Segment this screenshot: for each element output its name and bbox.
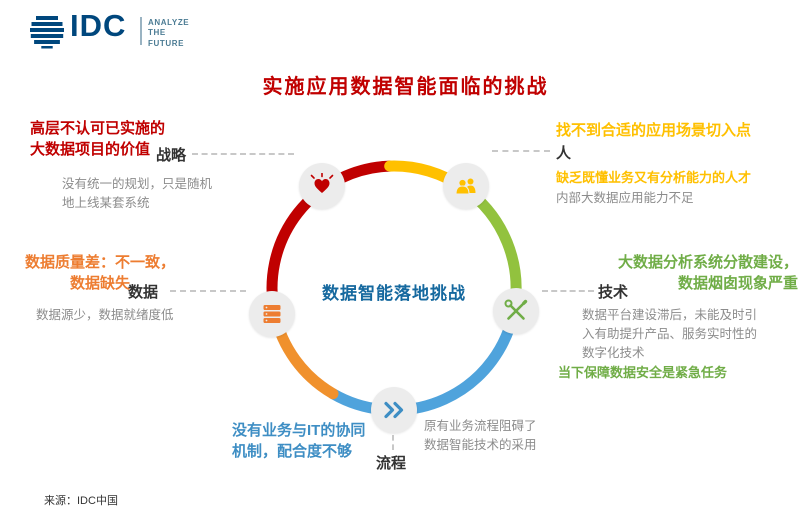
technology-headline: 大数据分析系统分散建设， 数据烟囱现象严重 xyxy=(617,254,798,292)
process-connector xyxy=(392,435,394,450)
source-note: 来源：IDC中国 xyxy=(44,495,118,507)
process-detail: 原有业务流程阻碍了 数据智能技术的采用 xyxy=(424,419,537,452)
people-subheadline: 缺乏既懂业务又有分析能力的人才 xyxy=(556,170,752,185)
double-chevron-icon xyxy=(384,401,404,419)
logo-tagline: ANALYZE THE FUTURE xyxy=(148,18,190,48)
data-node xyxy=(249,291,295,337)
technology-node xyxy=(493,288,539,334)
people-label: 人 xyxy=(556,145,572,162)
technology-note: 当下保障数据安全是紧急任务 xyxy=(558,365,728,380)
process-headline: 没有业务与IT的协同 机制，配合度不够 xyxy=(232,422,366,460)
tools-icon xyxy=(504,299,528,320)
people-detail: 内部大数据应用能力不足 xyxy=(556,191,694,205)
arc-process xyxy=(327,305,520,416)
people-connector xyxy=(492,150,550,152)
globe-stripes-icon xyxy=(30,16,64,49)
database-icon xyxy=(263,305,281,323)
technology-label: 技术 xyxy=(598,284,629,301)
data-detail: 数据源少，数据就绪度低 xyxy=(36,308,174,322)
strategy-node xyxy=(299,163,345,209)
process-label: 流程 xyxy=(376,455,407,472)
data-label: 数据 xyxy=(128,284,159,301)
people-node xyxy=(443,163,489,209)
strategy-headline: 高层不认可已实施的 大数据项目的价值 xyxy=(30,120,166,158)
strategy-label: 战略 xyxy=(156,147,187,164)
people-icon xyxy=(455,178,476,195)
center-label: 数据智能落地挑战 xyxy=(322,284,466,303)
process-node xyxy=(371,387,417,433)
logo-divider xyxy=(140,17,142,45)
idc-logo-text: IDC xyxy=(70,8,127,43)
people-headline: 找不到合适的应用场景切入点 xyxy=(556,122,752,139)
strategy-detail: 没有统一的规划，只是随机 地上线某套系统 xyxy=(62,177,213,210)
heart-hands-icon xyxy=(310,173,334,193)
strategy-connector xyxy=(192,153,294,155)
data-headline: 数据质量差：不一致， 数据缺失 xyxy=(24,254,175,292)
technology-detail: 数据平台建设滞后，未能及时引 入有助提升产品、服务实时性的 数字化技术 xyxy=(582,308,758,360)
technology-connector xyxy=(542,290,594,292)
data-connector xyxy=(170,290,246,292)
arc-strategy xyxy=(266,160,396,319)
page-title: 实施应用数据智能面临的挑战 xyxy=(262,76,549,98)
